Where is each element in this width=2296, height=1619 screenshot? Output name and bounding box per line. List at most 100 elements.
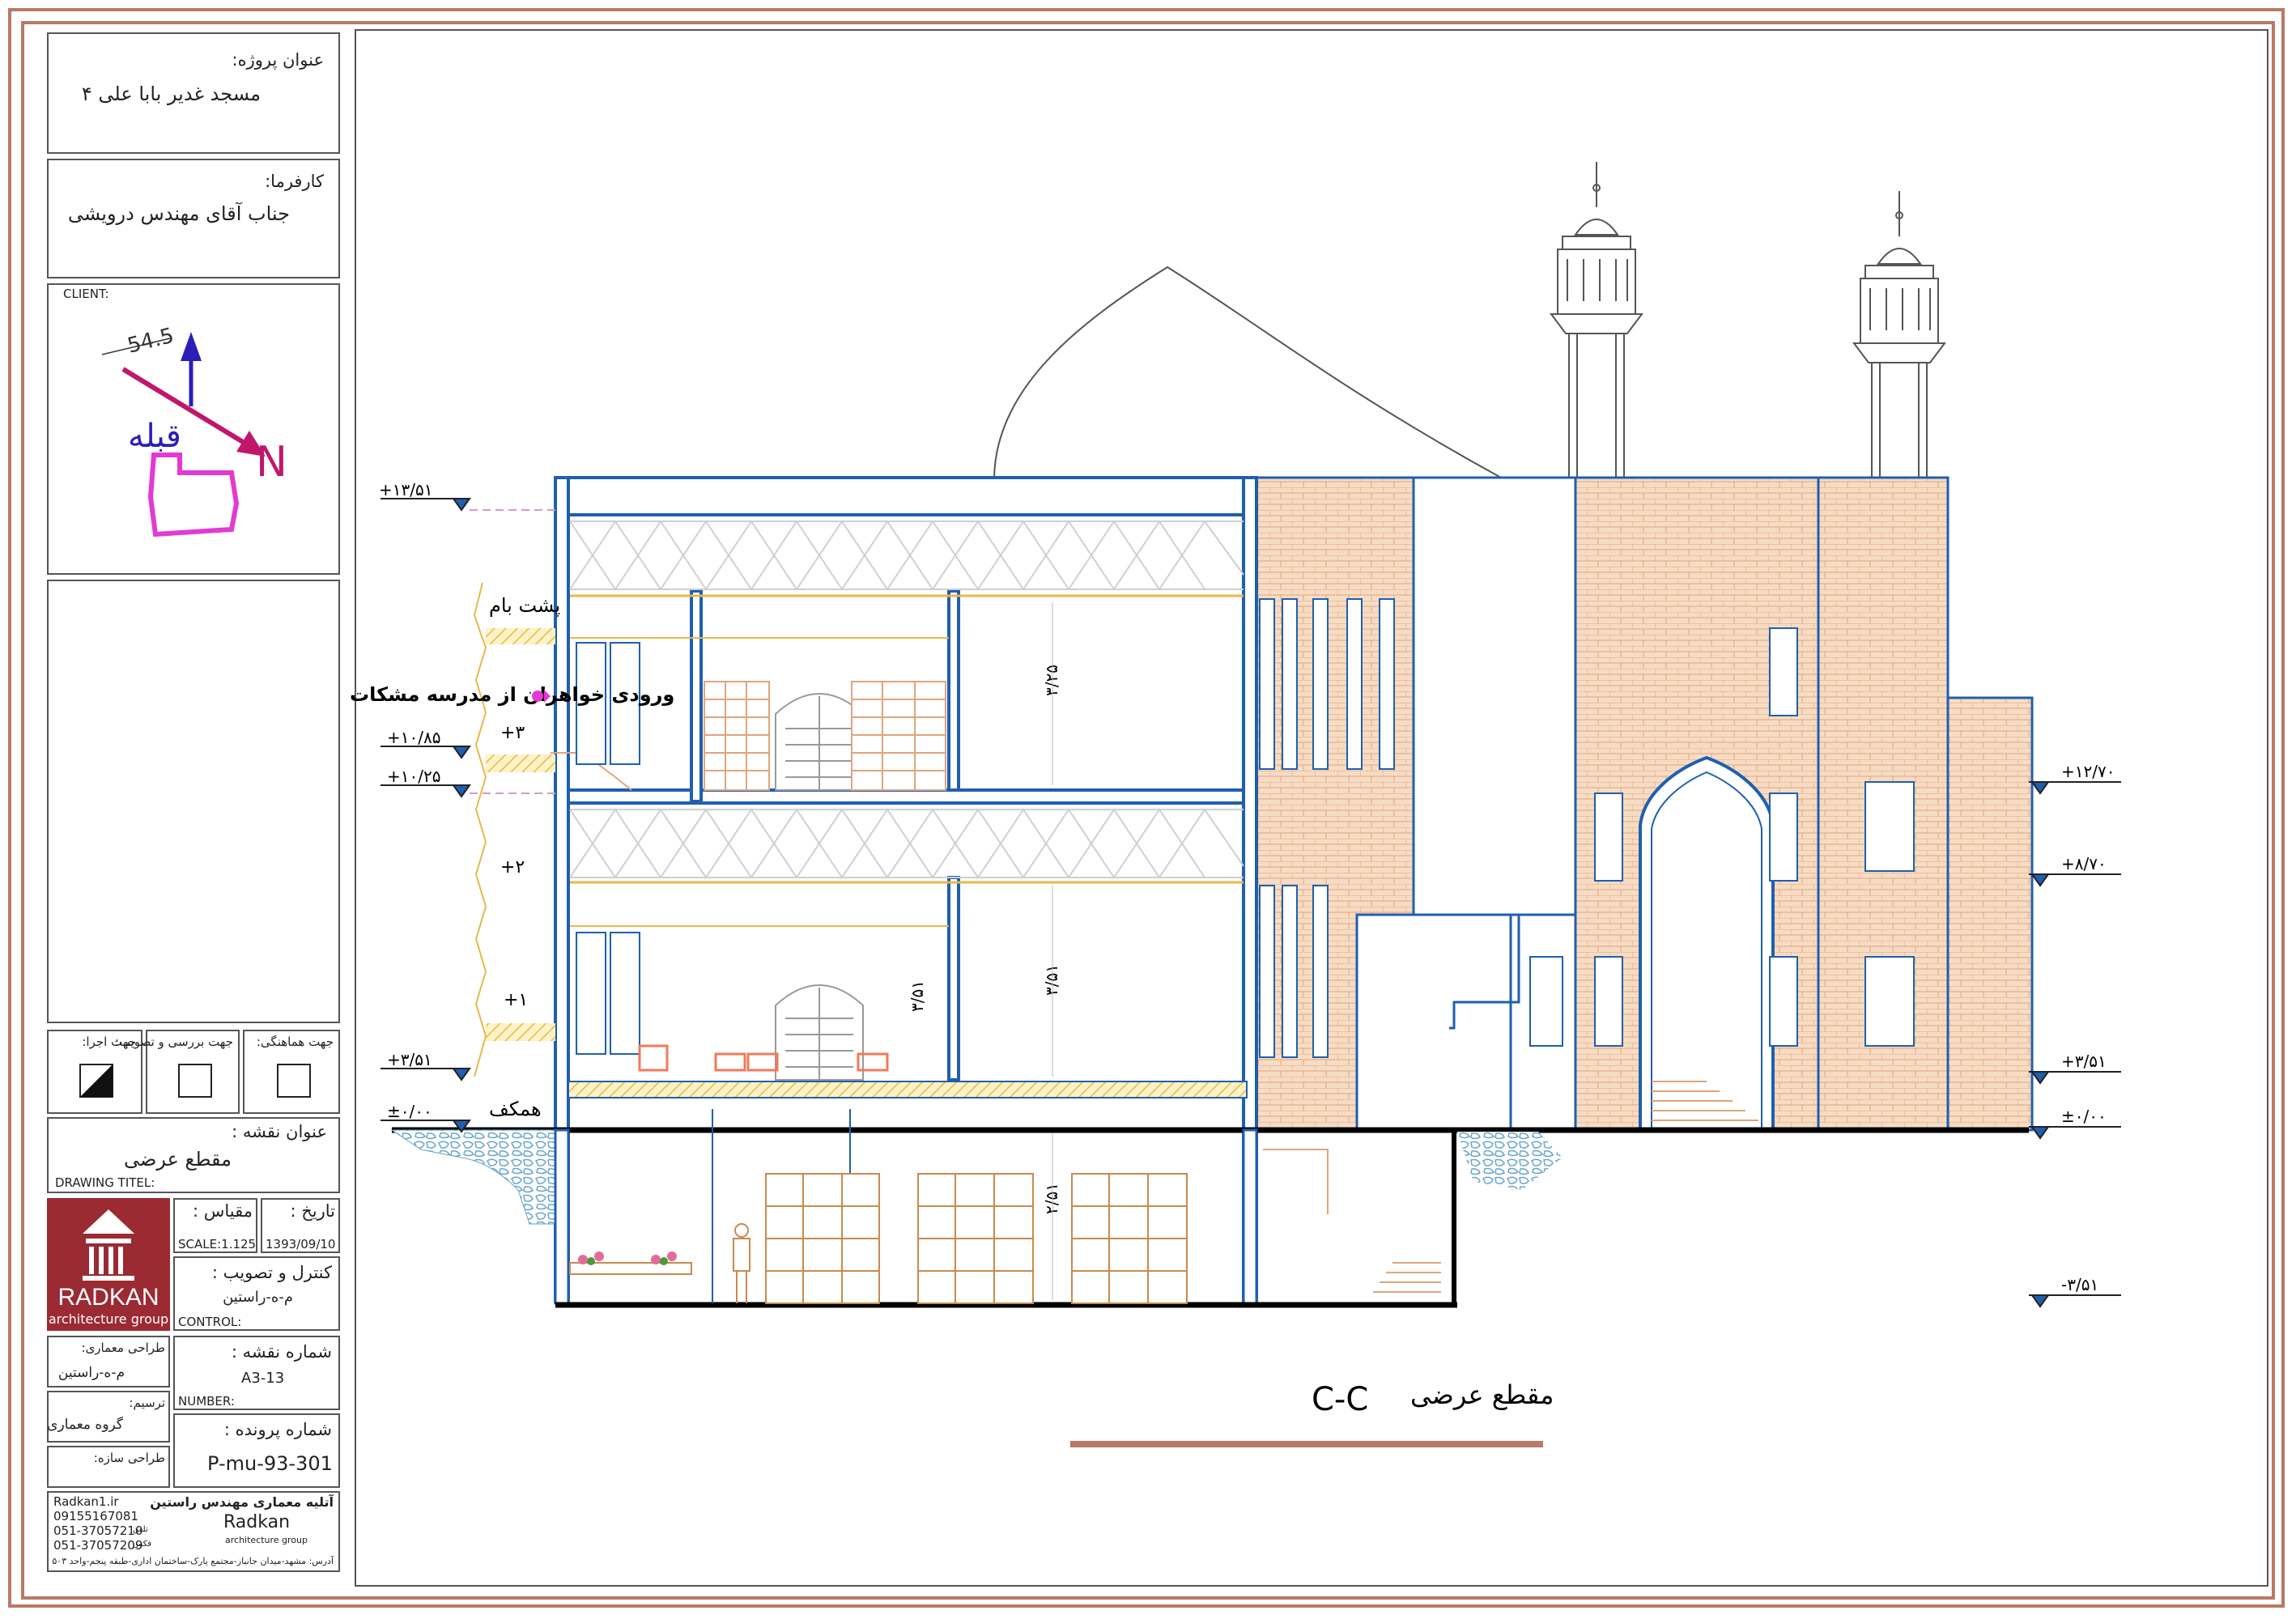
level-l2: +۱۰/۸۵	[387, 728, 440, 747]
roof-parapet-hatch	[486, 628, 555, 644]
planter-basement	[569, 1262, 692, 1275]
bookshelves	[765, 1173, 1188, 1304]
project-cell: عنوان پروژه: مسجد غدیر بابا علی ۴	[47, 32, 340, 154]
floor-1-hatch	[486, 1023, 555, 1041]
file-label: شماره پرونده :	[223, 1420, 332, 1439]
stage-coord-cell: جهت هماهنگی:	[243, 1030, 340, 1114]
floor-3-hatch	[486, 754, 555, 772]
roof-truss-upper	[569, 520, 1244, 591]
floor-slab-1	[568, 1081, 1248, 1098]
scale-cell: مقیاس : SCALE:1.125	[173, 1198, 257, 1253]
draft-cell: ترسیم: گروه معماری	[47, 1391, 170, 1443]
soil-right	[1457, 1132, 1563, 1190]
compass-north: N	[256, 438, 287, 487]
outer-frame	[8, 8, 2285, 1608]
logo-name: RADKAN	[57, 1284, 159, 1311]
chairs	[638, 1044, 889, 1072]
qibla-plan-icon	[147, 453, 240, 538]
lower-void	[1355, 913, 1512, 1132]
interior-windows	[576, 642, 640, 1055]
phone1: 09155167081	[53, 1509, 138, 1523]
arch-design-label: طراحی معماری:	[81, 1341, 165, 1355]
logo-sub: architecture group	[48, 1311, 169, 1327]
human-figure-icon	[733, 1223, 750, 1303]
project-value: مسجد غدیر بابا علی ۴	[81, 83, 261, 105]
sheet-label: شماره نقشه :	[231, 1342, 332, 1362]
compass-qibla: قبله	[128, 418, 181, 455]
arched-door-upper	[775, 693, 864, 791]
sheet-cell: شماره نقشه : A3-13 NUMBER:	[173, 1336, 340, 1410]
level-markers-right	[2029, 781, 2121, 1308]
sheet-en: NUMBER:	[178, 1394, 235, 1409]
inner-frame	[21, 21, 2275, 1600]
compass-diagram: 54.5 N قبله	[101, 324, 287, 538]
section-title: مقطع عرضی	[1410, 1379, 1554, 1410]
website: Radkan1.ir	[53, 1494, 119, 1509]
logo-building-icon	[83, 1209, 134, 1281]
brick-facade-right	[1946, 696, 2034, 1132]
level-l5: ±۰/۰۰	[387, 1102, 432, 1121]
control-value: م-ه-راستین	[223, 1289, 293, 1306]
phone2: 051-37057210	[53, 1523, 143, 1538]
dim-c: ۳/۵۱	[908, 980, 927, 1012]
stage-exec-cell: جهت اجرا:	[47, 1030, 142, 1114]
struct-label: طراحی سازه:	[93, 1451, 165, 1465]
entrance-marker-icon	[532, 690, 551, 703]
drawing-title-en: DRAWING TITEL:	[55, 1175, 155, 1190]
stage-review-cell: جهت بررسی و تصویب:	[115, 1030, 240, 1114]
drawing-title-cell: عنوان نقشه : مقطع عرضی DRAWING TITEL:	[47, 1117, 340, 1193]
draft-value: گروه معماری	[47, 1417, 123, 1433]
stage-exec-checkbox[interactable]	[79, 1064, 113, 1098]
employer-value: جناب آقای مهندس درویشی	[67, 202, 290, 225]
arched-door-lower	[775, 984, 864, 1081]
contact-cell: Radkan1.ir 09155167081 051-37057210 تلفن…	[47, 1491, 340, 1572]
scale-label: مقیاس :	[193, 1201, 253, 1221]
soil-left	[390, 1129, 556, 1225]
sheet-value: A3-13	[241, 1370, 285, 1387]
file-value: P-mu-93-301	[207, 1452, 333, 1475]
north-arrow-icon	[181, 332, 202, 406]
drawing-title-value: مقطع عرضی	[123, 1148, 232, 1171]
dim-b: ۳/۵۱	[1042, 964, 1061, 996]
phone3: 051-37057209	[53, 1538, 143, 1553]
iwan-stairs	[1652, 1081, 1758, 1121]
level-r4: ±۰/۰۰	[2061, 1107, 2107, 1126]
draft-label: ترسیم:	[129, 1396, 165, 1410]
open-court-void	[1412, 476, 1577, 916]
level-l1: +۱۳/۵۱	[379, 480, 432, 499]
stair-ground	[1263, 1149, 1441, 1293]
label-floor3: +۳	[500, 723, 525, 743]
level-r2: +۸/۷۰	[2061, 854, 2107, 873]
date-label: تاریخ :	[290, 1201, 335, 1221]
control-cell: کنترل و تصویب : م-ه-راستین CONTROL:	[173, 1256, 340, 1331]
dim-d: ۲/۵۱	[1042, 1183, 1061, 1214]
arch-design-value: م-ه-راستین	[57, 1365, 125, 1381]
stage-coord-label: جهت هماهنگی:	[256, 1035, 334, 1049]
stage-review-checkbox[interactable]	[178, 1064, 212, 1098]
dim-a: ۳/۲۵	[1042, 665, 1061, 696]
level-l4: +۳/۵۱	[387, 1050, 432, 1069]
employer-cell: کارفرما: جناب آقای مهندس درویشی	[47, 159, 340, 278]
roof-truss-middle	[569, 808, 1244, 879]
level-r1: +۱۲/۷۰	[2061, 762, 2115, 781]
label-roof: پشت بام	[489, 594, 560, 617]
control-en: CONTROL:	[178, 1315, 242, 1329]
stage-coord-checkbox[interactable]	[277, 1064, 311, 1098]
studio-sub: architecture group	[225, 1535, 308, 1545]
control-label: کنترل و تصویب :	[211, 1263, 332, 1282]
facade-windows	[1259, 598, 1915, 1058]
dome-outline	[993, 266, 1502, 478]
drawing-title-label: عنوان نقشه :	[232, 1122, 327, 1141]
iwan-arch	[1639, 755, 1775, 1130]
struct-cell: طراحی سازه:	[47, 1446, 170, 1488]
phone2-tag: تلفن	[133, 1525, 148, 1534]
level-r5: -۳/۵۱	[2061, 1275, 2098, 1294]
level-l3: +۱۰/۲۵	[387, 767, 440, 786]
cabinet-upper	[704, 681, 946, 791]
stage-review-label: جهت بررسی و تصویب:	[114, 1035, 233, 1049]
employer-label: کارفرما:	[265, 172, 324, 191]
level-markers-left	[381, 498, 471, 1133]
arch-design-cell: طراحی معماری: م-ه-راستین	[47, 1336, 170, 1387]
phone3-tag: فکس	[133, 1540, 152, 1549]
